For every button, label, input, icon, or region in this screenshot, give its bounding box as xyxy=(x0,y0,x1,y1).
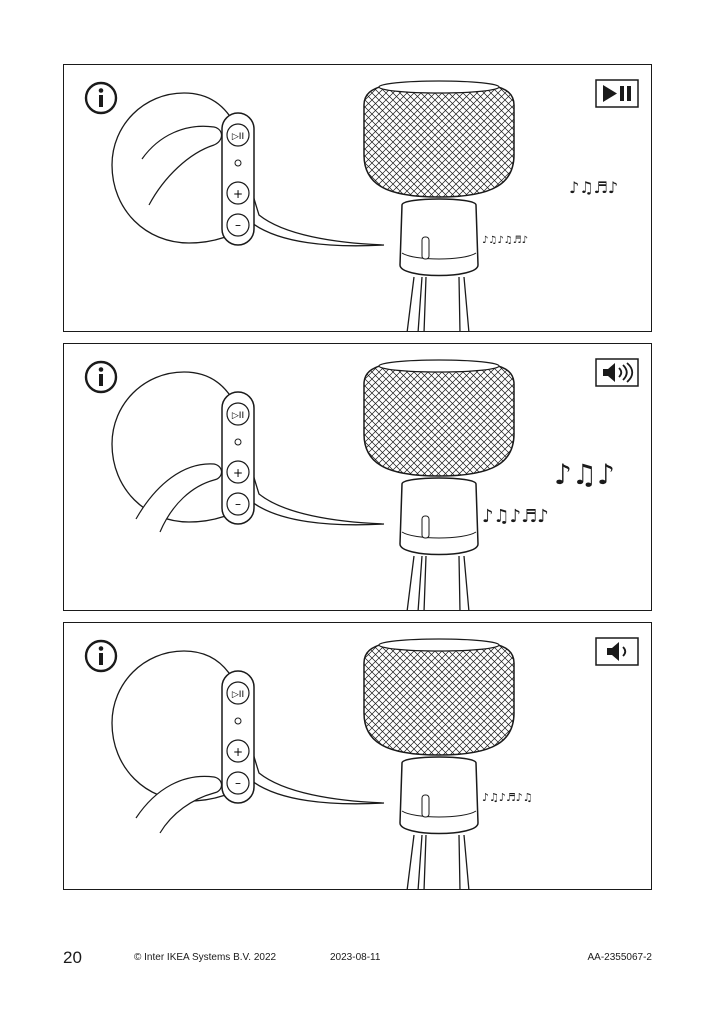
speaker-illustration: ♪♫♪♬♪ ♪♫♪ xyxy=(111,359,615,610)
instruction-panel-play-pause: ♪♫♪♫♬♪ ♪♫♬♪ xyxy=(63,64,652,332)
info-icon xyxy=(84,639,118,673)
page-footer: 20 © Inter IKEA Systems B.V. 2022 2023-0… xyxy=(0,948,714,972)
speaker-illustration: ♪♫♪♬♪♫ xyxy=(111,638,533,889)
document-number: AA-2355067-2 xyxy=(587,952,653,963)
svg-text:♪♫♪♬♪: ♪♫♪♬♪ xyxy=(482,506,549,527)
music-notes-icon: ♪♫♪♫♬♪ ♪♫♬♪ xyxy=(482,178,618,246)
svg-text:♪♫♬♪: ♪♫♬♪ xyxy=(569,178,618,197)
speaker-illustration: ♪♫♪♫♬♪ ♪♫♬♪ xyxy=(111,80,618,331)
volume-up-icon xyxy=(595,358,639,387)
volume-down-icon xyxy=(595,637,639,666)
svg-text:♪♫♪♫♬♪: ♪♫♪♫♬♪ xyxy=(482,235,528,246)
play-pause-icon xyxy=(595,79,639,108)
info-icon xyxy=(84,81,118,115)
date-text: 2023-08-11 xyxy=(330,952,381,963)
finger-icon xyxy=(141,125,223,206)
page-number: 20 xyxy=(63,948,82,967)
finger-icon xyxy=(135,775,223,834)
svg-text:♪♫♪: ♪♫♪ xyxy=(554,458,615,491)
copyright-text: © Inter IKEA Systems B.V. 2022 xyxy=(134,952,277,963)
svg-text:♪♫♪♬♪♫: ♪♫♪♬♪♫ xyxy=(482,791,533,804)
instruction-panel-volume-up: ♪♫♪♬♪ ♪♫♪ xyxy=(63,343,652,611)
music-notes-icon: ♪♫♪♬♪♫ xyxy=(482,791,533,804)
music-notes-icon: ♪♫♪♬♪ ♪♫♪ xyxy=(482,458,615,527)
finger-icon xyxy=(135,463,223,533)
info-icon xyxy=(84,360,118,394)
instruction-panel-volume-down: ♪♫♪♬♪♫ xyxy=(63,622,652,890)
